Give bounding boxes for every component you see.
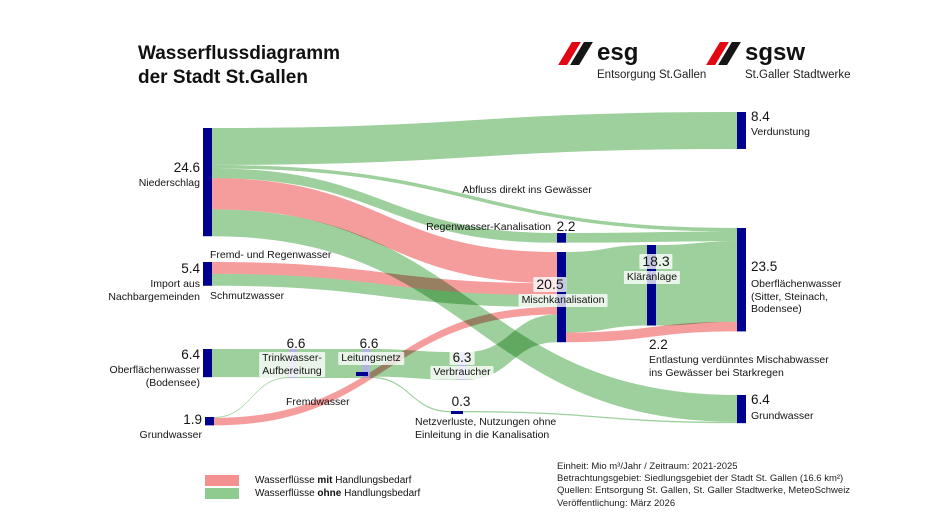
niederschlag-label: Niederschlag	[138, 177, 200, 189]
legend-label: Wasserflüsse ohne Handlungsbedarf	[255, 487, 421, 499]
flow-verbraucher-to-misch	[466, 314, 557, 380]
oberflaeche-label: Oberflächenwasser (Sitter, Steinach, Bod…	[751, 278, 842, 315]
flow-grundwasser_l-to-trinkwasser	[214, 377, 289, 418]
bodensee-label: Oberflächenwasser (Bodensee)	[109, 364, 200, 389]
node-klaeranlage	[647, 245, 656, 326]
sgsw-logo: sgsw St.Galler Stadtwerke	[706, 37, 851, 81]
legend-label: Wasserflüsse mit Handlungsbedarf	[255, 474, 412, 486]
flow-regenkanal-to-oberflaeche	[566, 231, 737, 243]
flow-niederschlag-to-misch	[212, 178, 557, 284]
entlastung-value: 2.2	[649, 337, 668, 352]
regenkanal-value: 2.2	[556, 219, 576, 234]
grundwasser-right-label: Grundwasser	[751, 410, 814, 422]
flow-fremd-regenwasser-label: Fremd- und Regenwasser	[210, 249, 332, 261]
node-bodensee	[203, 349, 212, 378]
esg-logo-name: Entsorgung St.Gallen	[597, 69, 707, 81]
grundwasser-left-label: Grundwasser	[139, 429, 202, 441]
node-grundwasser_l	[205, 417, 214, 426]
verbraucher-value: 6.3	[449, 350, 475, 365]
flow-niederschlag-to-regenkanal	[212, 168, 557, 243]
abfluss-label: Abfluss direkt ins Gewässer	[462, 184, 592, 196]
page-title-line1: Wasserflussdiagramm	[138, 43, 341, 64]
node-oberflaeche	[737, 228, 746, 332]
flow-netzverluste-to-grundwasser_r	[463, 411, 737, 424]
grundwasser-right-value: 6.4	[751, 392, 770, 407]
flow-niederschlag-to-verdunstung	[212, 112, 737, 165]
legend: Wasserflüsse mit Handlungsbedarf Wasserf…	[205, 474, 420, 500]
node-import	[203, 262, 212, 286]
import-value: 5.4	[181, 261, 200, 276]
flow-schmutzwasser-label: Schmutzwasser	[210, 290, 285, 302]
misch-value: 20.5	[533, 277, 567, 292]
esg-logo-abbr: esg	[597, 39, 639, 66]
node-regenkanal	[557, 233, 566, 243]
page-title-line2: der Stadt St.Gallen	[138, 67, 308, 88]
niederschlag-value: 24.6	[173, 160, 200, 175]
node-netzverluste	[451, 411, 463, 414]
misch-label: Mischkanalisation	[518, 294, 608, 307]
import-label: Import aus Nachbargemeinden	[108, 278, 200, 303]
verdunstung-label: Verdunstung	[751, 126, 810, 138]
klaeranlage-label: Kläranlage	[623, 271, 681, 284]
leitungsnetz-label: Leitungsnetz	[338, 352, 404, 365]
klaeranlage-value: 18.3	[639, 254, 673, 269]
trinkwasser-label: Trinkwasser- Aufbereitung	[259, 352, 325, 377]
flow-leitungsnetz-to-netzverluste	[370, 376, 451, 413]
page-title: Wasserflussdiagramm der Stadt St.Gallen	[138, 42, 340, 90]
flow-niederschlag-to-oberflaeche	[212, 164, 737, 232]
leitungsnetz-value: 6.6	[359, 336, 379, 351]
footer-line-sources: Quellen: Entsorgung St. Gallen, St. Gall…	[557, 485, 851, 497]
footer-notes: Einheit: Mio m³/Jahr / Zeitraum: 2021-20…	[557, 461, 850, 510]
sgsw-logo-abbr: sgsw	[745, 39, 806, 66]
node-leitungsnetz_tick	[356, 372, 368, 376]
node-verbraucher	[458, 352, 466, 380]
verdunstung-value: 8.4	[751, 109, 770, 124]
flow-niederschlag-to-grundwasser_r	[212, 209, 737, 422]
flow-fremdwasser-label: Fremdwasser	[286, 396, 350, 408]
node-niederschlag	[203, 128, 212, 237]
verbraucher-label: Verbraucher	[430, 366, 494, 379]
trinkwasser-value: 6.6	[286, 336, 306, 351]
flow-klaeranlage-to-oberflaeche	[656, 241, 737, 326]
red-flow-swatch	[205, 474, 239, 486]
oberflaeche-value: 23.5	[751, 259, 778, 274]
green-flow-swatch	[205, 487, 239, 499]
esg-logo-row: esg	[558, 37, 706, 66]
footer-line-publish: Veröffentlichung: März 2026	[557, 497, 676, 509]
flow-import-to-misch	[212, 262, 557, 296]
flow-misch-to-oberflaeche	[566, 321, 737, 343]
netzverluste-value: 0.3	[451, 394, 471, 409]
flow-misch-to-klaeranlage	[566, 245, 647, 333]
node-verdunstung	[737, 112, 746, 149]
entlastung-label: Entlastung verdünntes Mischabwasser ins …	[649, 354, 829, 379]
node-grundwasser_r	[737, 395, 746, 424]
bodensee-value: 6.4	[181, 347, 200, 362]
legend-item-action-needed: Wasserflüsse mit Handlungsbedarf	[205, 474, 420, 486]
flow-import-to-misch	[212, 273, 557, 307]
grundwasser-left-value: 1.9	[183, 412, 202, 427]
esg-logo: esg Entsorgung St.Gallen	[558, 37, 707, 81]
legend-item-no-action-needed: Wasserflüsse ohne Handlungsbedarf	[205, 487, 420, 499]
sgsw-logo-name: St.Galler Stadtwerke	[745, 69, 851, 81]
footer-line-area: Betrachtungsgebiet: Siedlungsgebiet der …	[557, 473, 844, 485]
sgsw-logo-row: sgsw	[706, 37, 850, 66]
netzverluste-label: Netzverluste, Nutzungen ohne Einleitung …	[415, 416, 557, 441]
footer-line-unit: Einheit: Mio m³/Jahr / Zeitraum: 2021-20…	[557, 461, 738, 472]
regenkanal-label: Regenwasser-Kanalisation	[426, 221, 551, 233]
